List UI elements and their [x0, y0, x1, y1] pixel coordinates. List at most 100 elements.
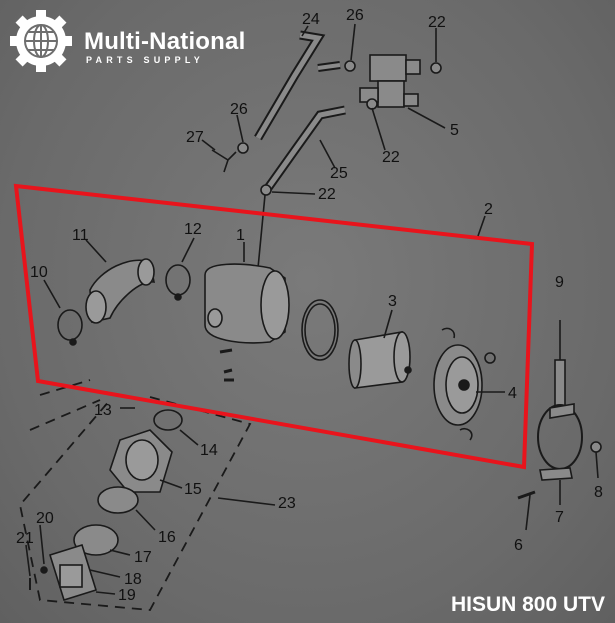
model-caption: HISUN 800 UTV — [450, 593, 605, 616]
leader-21 — [25, 544, 31, 577]
leader-20 — [39, 524, 45, 565]
leader-10 — [43, 279, 61, 309]
callout-6: 6 — [514, 537, 523, 554]
callout-8: 8 — [594, 484, 603, 501]
leader-1-hose — [257, 194, 266, 269]
leader-15 — [159, 479, 183, 489]
breather-block-bottom — [377, 80, 405, 108]
leader-26-top — [350, 23, 356, 61]
filter-cover-hub — [458, 379, 470, 391]
filter-center — [404, 366, 412, 374]
inlet-housing-port — [125, 439, 159, 481]
leader-3 — [383, 309, 393, 339]
callout-19: 19 — [118, 587, 136, 604]
hose-25 — [265, 107, 346, 190]
cover-clip-bottom — [459, 427, 473, 441]
leader-11 — [85, 239, 107, 263]
brand-tagline: PARTS SUPPLY — [86, 55, 204, 65]
breather-block-top — [369, 54, 407, 82]
hose-stub-inner — [317, 63, 341, 70]
callout-18: 18 — [124, 571, 142, 588]
nut-8 — [590, 441, 602, 453]
leader-2 — [477, 215, 486, 237]
gasket-14 — [153, 409, 183, 431]
gear-logo-icon — [10, 10, 72, 72]
callout-24: 24 — [302, 11, 320, 28]
intake-tube-end — [85, 290, 107, 324]
callout-9: 9 — [555, 274, 564, 291]
air-box-outlet — [260, 270, 290, 340]
leader-12 — [181, 237, 195, 263]
seal-ring — [301, 299, 339, 361]
clamp-10 — [57, 309, 83, 341]
leader-17 — [109, 549, 131, 556]
clamp-22-low — [260, 184, 272, 196]
callout-27: 27 — [186, 129, 204, 146]
callout-13: 13 — [94, 402, 112, 419]
callout-25: 25 — [330, 165, 348, 182]
leader-8 — [595, 451, 599, 479]
brand-name: Multi-National — [84, 28, 246, 55]
leader-27 — [201, 139, 216, 151]
callout-10: 10 — [30, 264, 48, 281]
inlet-cover-window — [59, 564, 83, 588]
screen-16 — [97, 486, 139, 514]
clamp-12 — [165, 264, 191, 296]
clamp-12-screw — [174, 293, 182, 301]
brand-logo: Multi-National PARTS SUPPLY — [8, 8, 278, 72]
clamp-22-top — [430, 62, 442, 74]
globe-icon — [24, 24, 58, 58]
leader-22-mid — [371, 107, 386, 151]
strap-clamp-top — [549, 403, 575, 419]
leader-5 — [407, 107, 446, 129]
intake-tube-mouth — [137, 258, 155, 286]
breather-nipple-bottom — [403, 93, 419, 107]
clamp-10-screw — [69, 338, 77, 346]
callout-15: 15 — [184, 481, 202, 498]
screw-20 — [40, 566, 48, 574]
callout-5: 5 — [450, 122, 459, 139]
callout-22-c: 22 — [318, 186, 336, 203]
leader-18 — [89, 569, 121, 578]
leader-6 — [525, 494, 531, 531]
callout-26-b: 26 — [230, 101, 248, 118]
callout-1: 1 — [236, 227, 245, 244]
leader-25 — [319, 139, 336, 169]
leader-23 — [217, 497, 276, 506]
leader-26-left — [236, 114, 244, 143]
air-box-bolts — [219, 348, 234, 382]
callout-21: 21 — [16, 530, 34, 547]
callout-16: 16 — [158, 529, 176, 546]
hose-24 — [255, 32, 323, 140]
clamp-26-top — [344, 60, 356, 72]
callout-20: 20 — [36, 510, 54, 527]
leader-16 — [135, 509, 156, 531]
callout-7: 7 — [555, 509, 564, 526]
callout-11: 11 — [72, 227, 89, 244]
clamp-26-left — [237, 142, 249, 154]
strap-clamp-bottom — [539, 467, 573, 481]
leader-22-low — [271, 191, 316, 195]
filter-end-right — [393, 331, 411, 383]
cover-clip-top — [441, 327, 456, 339]
cover-clip-right — [484, 352, 496, 364]
leader-14 — [179, 429, 199, 446]
clamp-22-mid — [366, 98, 378, 110]
callout-12: 12 — [184, 221, 202, 238]
leader-19 — [95, 591, 116, 595]
callout-14: 14 — [200, 442, 218, 459]
breather-nipple-right — [405, 59, 421, 75]
callout-3: 3 — [388, 293, 397, 310]
filter-end-left — [348, 339, 362, 389]
callout-23: 23 — [278, 495, 296, 512]
seal-ring-inner — [304, 303, 336, 357]
highlight-frame-2 — [13, 183, 535, 470]
screen-17 — [73, 524, 119, 556]
bolt-6 — [517, 490, 536, 500]
leader-24 — [301, 25, 309, 37]
callout-22-a: 22 — [428, 14, 446, 31]
fitting-27 — [211, 149, 237, 173]
callout-4: 4 — [508, 385, 517, 402]
callout-2: 2 — [484, 201, 493, 218]
